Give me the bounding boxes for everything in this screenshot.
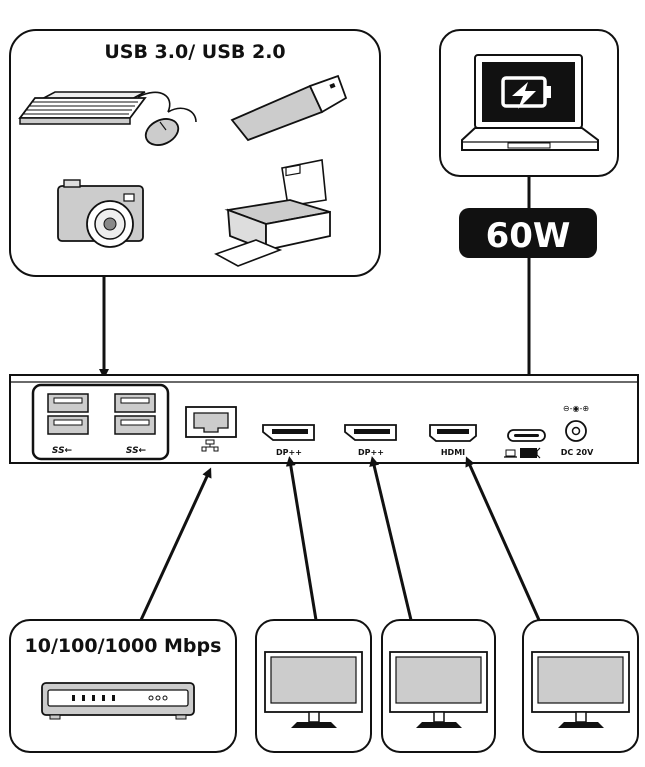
keyboard-icon <box>18 91 171 125</box>
network-panel: 10/100/1000 Mbps <box>9 619 237 753</box>
network-icon <box>201 439 219 452</box>
ethernet-connection-arrow <box>139 467 212 621</box>
laptop-icon <box>461 54 599 151</box>
dc-polarity-symbol: ⊖-◉-⊕ <box>563 404 589 413</box>
dp2-connection-arrow <box>369 456 413 621</box>
usb-devices-panel: USB 3.0/ USB 2.0 <box>9 29 381 277</box>
usb-c-port <box>504 429 546 459</box>
monitor-panel-dp2 <box>381 619 496 753</box>
network-speed-title: 10/100/1000 Mbps <box>25 635 222 657</box>
power-badge: 60W <box>459 208 597 258</box>
hdmi-connection-arrow <box>465 456 541 621</box>
router-icon <box>41 682 195 720</box>
usb-stick-icon <box>230 74 348 142</box>
usb-panel-title: USB 3.0/ USB 2.0 <box>104 41 285 63</box>
laptop-small-icon <box>504 449 517 458</box>
battery-charging-icon <box>501 76 551 109</box>
displayport-port: DP++ <box>344 424 397 457</box>
ethernet-port <box>185 406 237 452</box>
hdmi-port: HDMI <box>429 424 477 457</box>
monitor-icon <box>264 651 363 728</box>
laptop-panel <box>439 29 619 177</box>
dp1-connection-arrow <box>285 456 318 621</box>
dc-port-label: DC 20V <box>561 448 594 457</box>
mouse-icon <box>144 107 197 146</box>
printer-icon <box>214 159 331 267</box>
hdmi-port-label: HDMI <box>441 448 465 457</box>
monitor-panel-dp1 <box>255 619 372 753</box>
usb-superspeed-logo: SS← <box>52 446 73 456</box>
usb-ss-badge-icon <box>520 448 537 458</box>
usb-port <box>114 393 156 435</box>
docking-station: SS← SS← DP++ DP++ <box>9 374 639 464</box>
monitor-panel-hdmi <box>522 619 639 753</box>
usb-superspeed-logo: SS← <box>126 446 147 456</box>
camera-icon <box>57 179 144 248</box>
usb-port-group: SS← SS← <box>31 383 170 461</box>
monitor-icon <box>389 651 488 728</box>
dc-power-port: ⊖-◉-⊕ DC 20V <box>561 404 594 457</box>
usb-port <box>47 393 89 435</box>
monitor-icon <box>531 651 630 728</box>
power-label: 60W <box>486 216 571 256</box>
dp-port-label: DP++ <box>358 448 384 457</box>
dp-port-label: DP++ <box>276 448 302 457</box>
displayport-port: DP++ <box>262 424 315 457</box>
